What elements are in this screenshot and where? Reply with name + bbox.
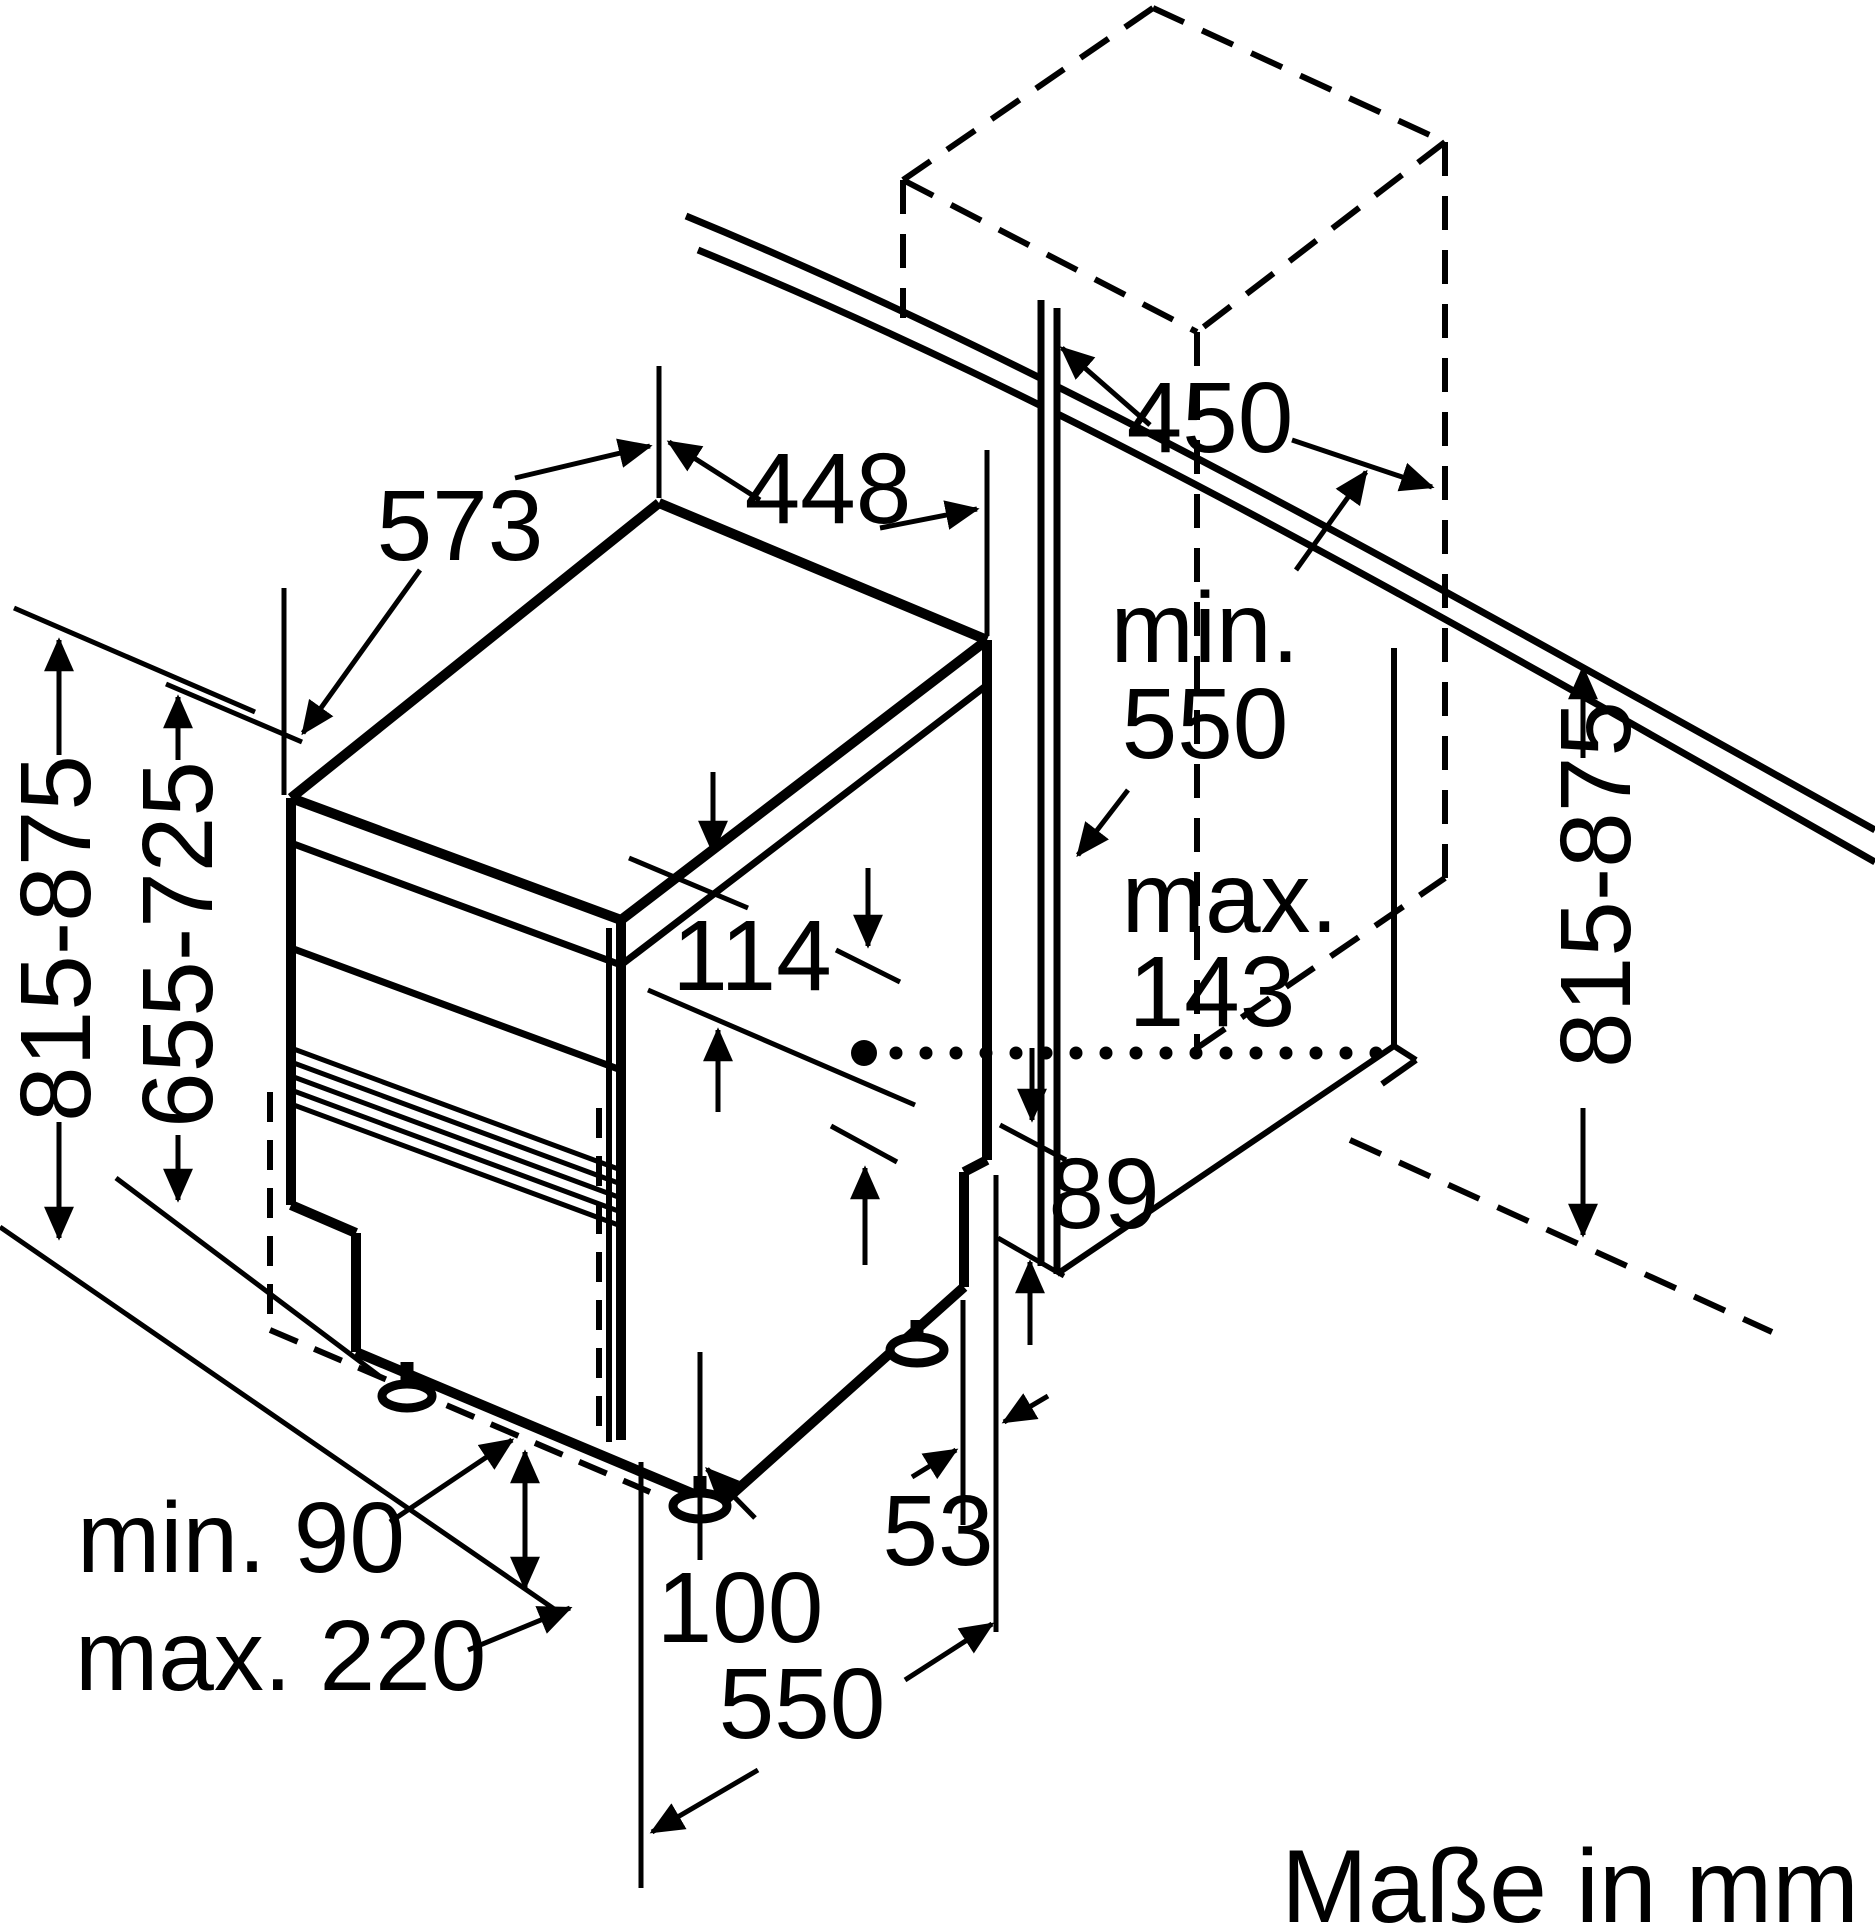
arrow-min550-back: [1293, 469, 1369, 572]
arrow-573-right: [514, 438, 653, 481]
label-niche-height-right: 815-875: [1540, 701, 1652, 1068]
niche-wall-edge-band: [1041, 300, 1057, 1274]
label-niche-width: 450: [1127, 362, 1294, 474]
hose-level-dot-start: [851, 1040, 877, 1066]
arrow-550-left: [649, 1767, 760, 1835]
arrow-448-right: [879, 500, 980, 531]
label-rear-notch-height: 89: [1048, 1138, 1159, 1250]
adjustable-feet: [377, 1320, 949, 1524]
arrow-573-left: [300, 568, 423, 736]
arrow-550-right: [903, 1621, 995, 1683]
arrow-53-left: [910, 1447, 959, 1480]
label-panel-height: 114: [672, 900, 831, 1012]
niche-wall-face-outline: [1055, 648, 1418, 1277]
dishwasher-body-outline: [286, 498, 992, 1510]
dimension-lines: [0, 346, 1598, 1888]
label-niche-depth-word: min.: [1111, 572, 1300, 684]
label-plinth-max: max. 220: [75, 1600, 486, 1712]
label-niche-depth-value: 550: [1122, 668, 1289, 780]
extension-lines: [0, 366, 1068, 1888]
arrow-min90-pointer: [388, 1437, 515, 1525]
dimension-arrows: [44, 346, 1598, 1835]
arrow-450-right: [1291, 437, 1435, 492]
label-hose-value: 143: [1129, 936, 1296, 1048]
foot-disc-rear: [885, 1332, 949, 1368]
arrow-450-left: [1059, 346, 1152, 427]
label-appliance-width: 448: [745, 433, 912, 545]
arrow-100: [705, 1467, 757, 1520]
countertop-edge-lines: [684, 212, 1875, 866]
label-foot-inset: 100: [657, 1552, 824, 1664]
label-front-panel-height: 655-725: [122, 761, 234, 1128]
arrow-max220-pointer: [467, 1605, 573, 1653]
kitchen-surround: [684, 5, 1875, 1335]
label-foot-offset: 53: [882, 1475, 993, 1587]
top-frame-band-lines: [289, 682, 990, 1074]
dimension-labels: 573 448 450 min. 550 max. 143 114 89 53 …: [0, 362, 1859, 1929]
label-niche-height-left: 815-875: [0, 755, 112, 1122]
arrow-448-left: [666, 439, 762, 503]
arrow-min550-front: [1076, 788, 1130, 858]
foot-disc-left: [377, 1379, 437, 1413]
control-panel-hatch-band: [290, 1045, 622, 1229]
label-plinth-min: min. 90: [77, 1482, 405, 1594]
dishwasher-unit: [267, 498, 992, 1524]
label-appliance-depth: 573: [377, 470, 544, 582]
label-base-depth: 550: [719, 1648, 886, 1760]
tall-cabinet-dashed-outline: [900, 5, 1774, 1335]
arrow-53-right: [1001, 1393, 1050, 1425]
label-hose-word: max.: [1122, 842, 1339, 954]
units-note: Maße in mm: [1281, 1829, 1859, 1929]
